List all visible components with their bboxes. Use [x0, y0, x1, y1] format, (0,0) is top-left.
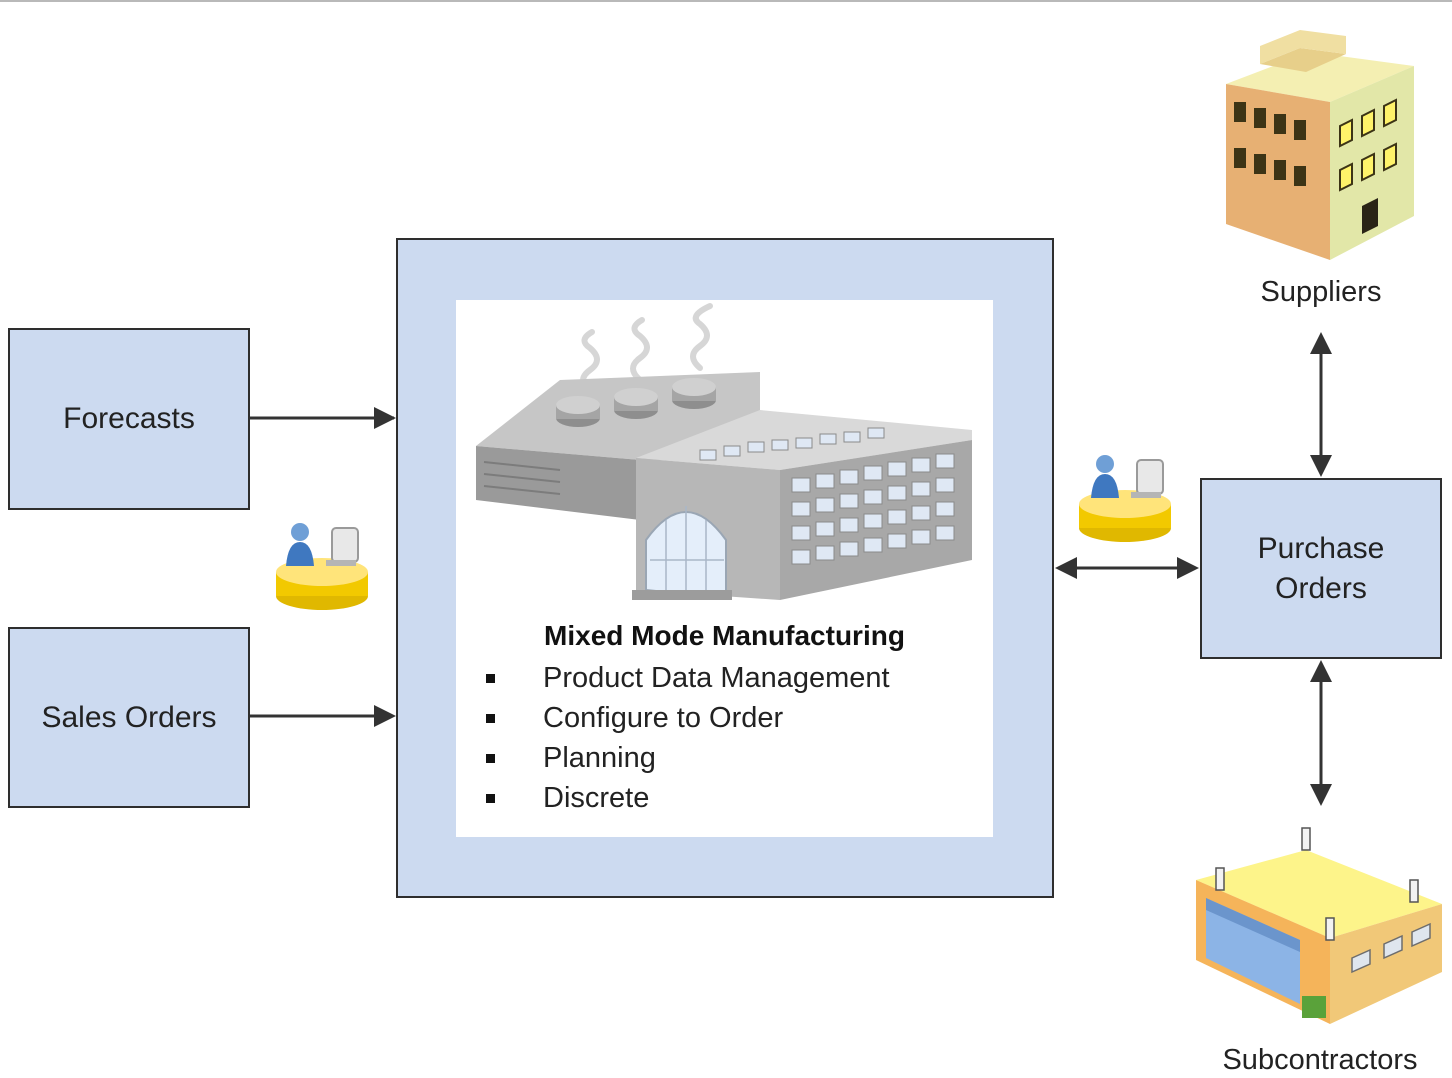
list-item: Discrete: [484, 778, 890, 818]
user-workstation-icon: [276, 523, 368, 610]
forecasts-arrowhead: [374, 407, 396, 429]
list-item: Product Data Management: [484, 658, 890, 698]
sales-orders-label: Sales Orders: [41, 700, 217, 734]
manufacturing-title: Mixed Mode Manufacturing: [544, 620, 905, 651]
user-workstation-icon: [1079, 455, 1171, 542]
purchase-orders-box: Purchase Orders: [1200, 478, 1442, 659]
bullet-icon: [486, 714, 495, 723]
purchase-orders-label-line1: Purchase: [1257, 531, 1385, 565]
subcontractors-label: Subcontractors: [1222, 1044, 1418, 1076]
bullet-icon: [486, 794, 495, 803]
list-item: Planning: [484, 738, 890, 778]
manufacturing-list: Product Data Management Configure to Ord…: [484, 658, 890, 818]
purchase-orders-label-line2: Orders: [1275, 571, 1367, 605]
top-rule: [0, 0, 1452, 2]
forecasts-box: Forecasts: [8, 328, 250, 510]
list-item: Configure to Order: [484, 698, 890, 738]
suppliers-label: Suppliers: [1260, 276, 1382, 308]
sales-orders-box: Sales Orders: [8, 627, 250, 808]
forecasts-label: Forecasts: [63, 402, 195, 435]
bullet-icon: [486, 754, 495, 763]
bullet-icon: [486, 674, 495, 683]
